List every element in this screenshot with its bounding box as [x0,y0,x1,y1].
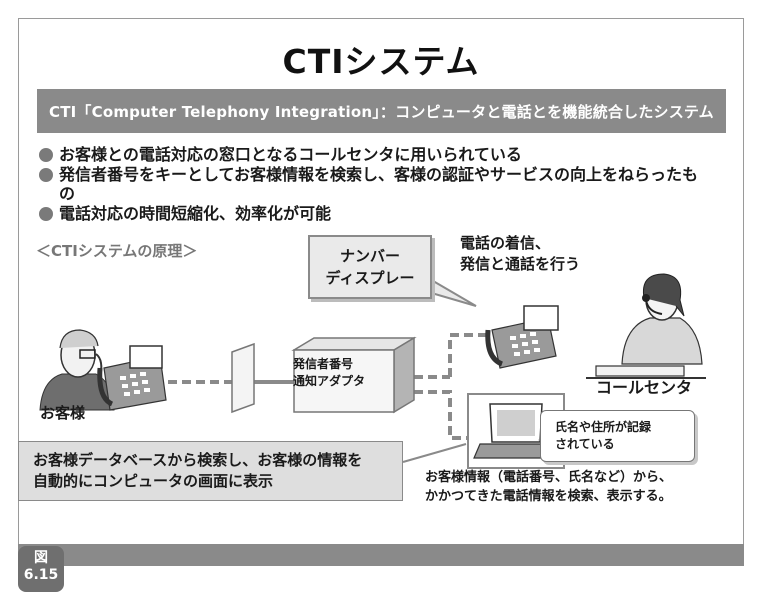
database-note-line1: お客様データベースから検索し、お客様の情報を [33,451,363,469]
database-note-line2: 自動的にコンピュータの画面に表示 [33,472,274,490]
adapter-label-line2: 通知アダプタ [293,374,366,388]
record-note: 氏名や住所が記録 されている [540,410,695,462]
record-note-line1: 氏名や住所が記録 [555,420,652,434]
adapter-label-line1: 発信者番号 [293,357,354,371]
page-title: CTIシステム [282,42,480,81]
call-description-line1: 電話の着信、 [460,234,551,252]
bullet-dot-icon [39,148,53,162]
number-display-box: ナンバー ディスプレー [308,235,432,299]
branch-to-phone-line [448,333,492,377]
call-description: 電話の着信、 発信と通話を行う [460,233,580,275]
adapter-box-icon [291,336,417,414]
customer-label: お客様 [40,404,86,422]
record-note-line2: されている [555,437,615,451]
customer-phone-icon [97,345,167,411]
callout-pointer-icon [427,276,477,307]
bullet-dot-icon [39,207,53,221]
bullet-text: 電話対応の時間短縮化、効率化が可能 [59,204,332,223]
call-description-line2: 発信と通話を行う [460,255,581,273]
laptop-icon [473,403,558,459]
lookup-note: お客様情報（電話番号、氏名など）から、 かかつてきた電話情報を検索、表示する。 [425,468,725,506]
bottom-bar [18,544,744,566]
keyboard-icon [595,365,685,377]
definition-banner: CTI「Computer Telephony Integration」：コンピュ… [37,89,726,133]
principle-heading: ＜CTIシステムの原理＞ [36,242,198,260]
customer-person-icon [39,329,115,411]
bullet-item: お客様との電話対応の窓口となるコールセンタに用いられている [39,145,729,164]
figure-badge: 図 6.15 [18,546,64,592]
number-display-line1: ナンバー [339,247,400,265]
call-center-label: コールセンタ [596,378,693,397]
bullet-dot-icon [39,168,53,182]
lookup-note-line2: かかつてきた電話情報を検索、表示する。 [425,489,672,504]
center-phone-icon [485,305,559,369]
adapter-label: 発信者番号 通知アダプタ [287,356,407,390]
connection-lines [168,333,492,440]
note-arrow-line [402,443,467,463]
bullet-text: 発信者番号をキーとしてお客様情報を検索し、客様の認証やサービスの向上をねらったも… [59,165,699,203]
bullet-text: お客様との電話対応の窓口となるコールセンタに用いられている [59,145,522,164]
figure-number: 6.15 [23,567,59,583]
branch-to-pc-line [414,390,470,440]
number-display-line2: ディスプレー [325,269,415,287]
figure-label: 図 [34,550,48,566]
lookup-note-line1: お客様情報（電話番号、氏名など）から、 [425,470,673,485]
bullet-item: 発信者番号をキーとしてお客様情報を検索し、客様の認証やサービスの向上をねらったも… [39,165,729,203]
exchange-panel-icon [231,342,255,414]
database-note: お客様データベースから検索し、お客様の情報を 自動的にコンピュータの画面に表示 [18,441,403,501]
bullet-item: 電話対応の時間短縮化、効率化が可能 [39,204,729,223]
bullet-list: お客様との電話対応の窓口となるコールセンタに用いられている 発信者番号をキーとし… [39,145,729,224]
operator-person-icon [586,273,706,379]
